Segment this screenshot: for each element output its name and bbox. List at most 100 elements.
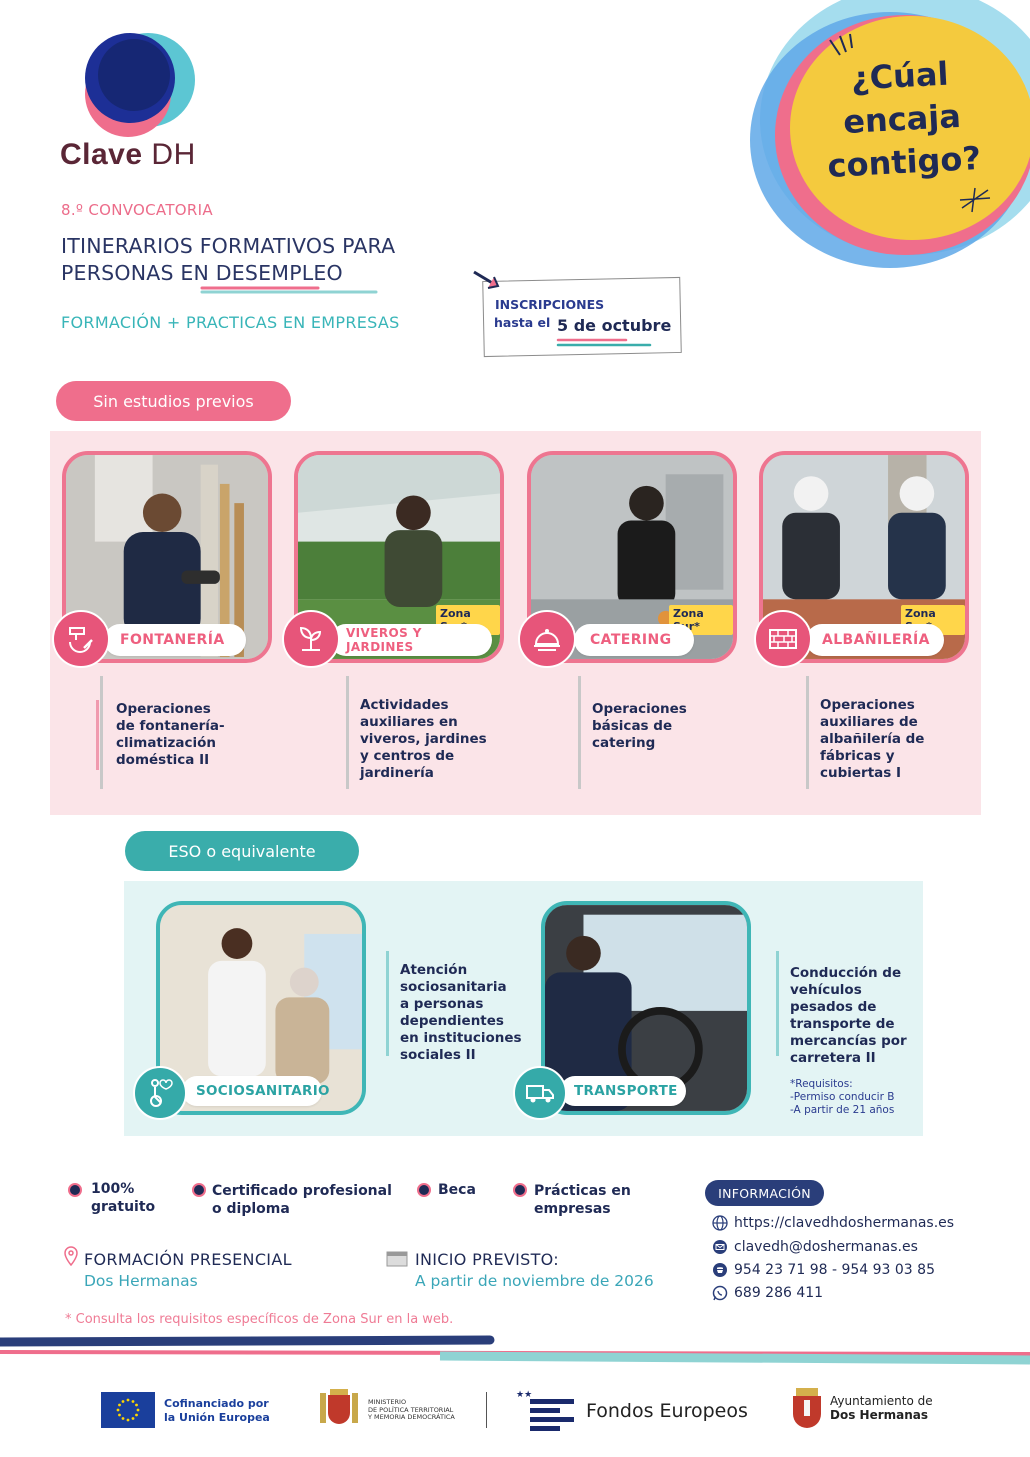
inicio-value: A partir de noviembre de 2026 — [415, 1272, 654, 1290]
formacion-value: Dos Hermanas — [84, 1272, 198, 1290]
req-line: *Requisitos: — [790, 1078, 853, 1090]
desc-line: climatización — [116, 735, 216, 751]
desc-line: de fontanería- — [116, 718, 225, 734]
desc-line: Conducción de — [790, 965, 902, 981]
transport-requirements: *Requisitos: -Permiso conducir B -A part… — [790, 1078, 894, 1117]
benefit-practicas: Prácticas en empresas — [534, 1182, 631, 1218]
divider — [806, 676, 809, 789]
ayuntamiento-text: Ayuntamiento de Dos Hermanas — [830, 1394, 933, 1422]
benefit-free: 100% gratuito — [91, 1180, 155, 1216]
bullet-icon — [68, 1183, 82, 1197]
req-line: -A partir de 21 años — [790, 1104, 895, 1116]
eu-line: Cofinanciado por — [164, 1397, 269, 1410]
divider — [346, 676, 349, 789]
footer-stripes — [0, 1335, 1030, 1365]
inscriptions-until: hasta el — [494, 315, 551, 330]
email-link[interactable]: clavedh@doshermanas.es — [734, 1239, 918, 1255]
cloche-icon — [518, 610, 576, 668]
desc-line: catering — [592, 735, 656, 751]
course-desc-transporte: Conducción de vehículos pesados de trans… — [790, 965, 920, 1067]
course-label-albanileria: ALBAÑILERÍA — [806, 624, 944, 656]
globe-icon — [712, 1215, 728, 1231]
desc-line: viveros, jardines — [360, 731, 487, 747]
desc-line: transporte de — [790, 1016, 895, 1032]
benefit-line: o diploma — [212, 1201, 290, 1217]
benefit-line: Certificado profesional — [212, 1183, 392, 1199]
ministry-line: MINISTERIO — [368, 1398, 407, 1406]
convocatoria-label: 8.º CONVOCATORIA — [61, 201, 213, 219]
title-line-2: PERSONAS EN DESEMPLEO — [61, 261, 343, 285]
inscriptions-label: INSCRIPCIONES — [495, 297, 605, 312]
inscriptions-date: 5 de octubre — [557, 316, 672, 335]
page-subtitle: FORMACIÓN + PRACTICAS EN EMPRESAS — [61, 313, 400, 332]
desc-line: mercancías por — [790, 1033, 907, 1049]
brand-name-bold: Clave — [60, 138, 143, 171]
desc-line: albañilería de — [820, 731, 925, 747]
phone-numbers[interactable]: 954 23 71 98 - 954 93 03 85 — [734, 1262, 935, 1278]
desc-line: jardinería — [360, 765, 434, 781]
eu-cofinanced-text: Cofinanciado por la Unión Europea — [164, 1397, 270, 1425]
course-desc-sociosanitario: Atención sociosanitaria a personas depen… — [400, 962, 530, 1064]
course-label-fontaneria: FONTANERÍA — [104, 624, 246, 656]
course-label-text: SOCIOSANITARIO — [196, 1083, 330, 1099]
inicio-label: INICIO PREVISTO: — [415, 1250, 559, 1269]
course-label-text: VIVEROS Y JARDINES — [346, 626, 422, 654]
fondos-europeos-text: Fondos Europeos — [586, 1400, 748, 1422]
brand-name-light: DH — [151, 138, 196, 171]
info-web-row[interactable]: https://clavedhdoshermanas.es — [712, 1215, 954, 1231]
care-icon — [133, 1066, 187, 1120]
req-line: -Permiso conducir B — [790, 1091, 895, 1103]
course-label-transporte: TRANSPORTE — [560, 1076, 686, 1106]
benefit-line: empresas — [534, 1201, 611, 1217]
desc-line: pesados de — [790, 999, 877, 1015]
desc-line: Atención — [400, 962, 468, 978]
fondos-europeos-logo: ★★ — [516, 1390, 574, 1431]
desc-line: doméstica II — [116, 752, 210, 768]
page-title: ITINERARIOS FORMATIVOS PARA PERSONAS EN … — [61, 233, 501, 287]
course-label-viveros: VIVEROS Y JARDINES — [330, 624, 492, 656]
benefit-line: 100% — [91, 1181, 135, 1197]
zona-sur-note: * Consulta los requisitos específicos de… — [65, 1312, 454, 1327]
info-phone-row[interactable]: 954 23 71 98 - 954 93 03 85 — [712, 1262, 935, 1278]
formacion-label: FORMACIÓN PRESENCIAL — [84, 1250, 292, 1269]
eu-line: la Unión Europea — [164, 1411, 270, 1424]
desc-line: y centros de — [360, 748, 455, 764]
desc-line: auxiliares de — [820, 714, 918, 730]
course-desc-albanileria: Operaciones auxiliares de albañilería de… — [820, 697, 950, 782]
info-email-row[interactable]: clavedh@doshermanas.es — [712, 1239, 918, 1255]
ministry-text: MINISTERIO DE POLÍTICA TERRITORIAL Y MEM… — [368, 1398, 455, 1422]
benefit-certificate: Certificado profesional o diploma — [212, 1182, 392, 1218]
brick-wall-icon — [754, 610, 812, 668]
ayuntamiento-crest-icon — [793, 1388, 821, 1428]
location-pin-icon — [64, 1246, 78, 1266]
divider-accent — [96, 700, 99, 770]
desc-line: Operaciones — [116, 701, 211, 717]
bullet-icon — [192, 1183, 206, 1197]
course-label-text: ALBAÑILERÍA — [822, 632, 930, 648]
course-label-sociosanitario: SOCIOSANITARIO — [182, 1076, 330, 1106]
ayuntamiento-line: Ayuntamiento de — [830, 1394, 933, 1408]
divider — [100, 676, 103, 789]
benefit-line: Prácticas en — [534, 1183, 631, 1199]
whatsapp-icon — [712, 1285, 728, 1301]
ayuntamiento-line: Dos Hermanas — [830, 1408, 929, 1422]
title-underline — [200, 286, 378, 294]
desc-line: fábricas y — [820, 748, 895, 764]
benefit-beca: Beca — [438, 1181, 476, 1199]
divider — [776, 951, 779, 1056]
section-pill-eso: ESO o equivalente — [125, 831, 359, 871]
website-link[interactable]: https://clavedhdoshermanas.es — [734, 1215, 955, 1231]
desc-line: dependientes — [400, 1013, 504, 1029]
question-blob — [750, 0, 1030, 268]
desc-line: a personas — [400, 996, 484, 1012]
course-label-text: CATERING — [590, 632, 672, 648]
divider — [386, 951, 389, 1056]
desc-line: sociosanitaria — [400, 979, 507, 995]
desc-line: auxiliares en — [360, 714, 458, 730]
brand-logo-circles — [85, 33, 195, 137]
spain-crest-icon — [320, 1389, 358, 1424]
whatsapp-number[interactable]: 689 286 411 — [734, 1285, 824, 1301]
info-whatsapp-row[interactable]: 689 286 411 — [712, 1285, 823, 1301]
phone-icon — [712, 1262, 728, 1278]
course-desc-catering: Operaciones básicas de catering — [592, 701, 712, 752]
